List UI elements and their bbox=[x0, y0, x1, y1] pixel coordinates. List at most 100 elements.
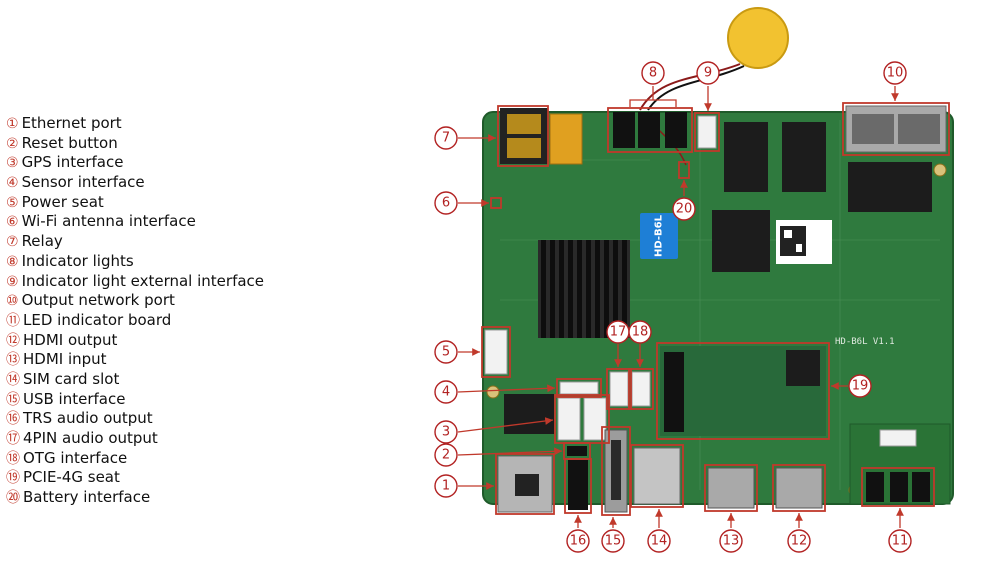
callout-4: 4 bbox=[434, 380, 458, 404]
highlight-hdmi-output bbox=[772, 464, 826, 512]
callout-circles: 1 2 3 4 5 6 7 8 9 10 11 12 13 14 15 16 1… bbox=[434, 61, 912, 553]
svg-text:12: 12 bbox=[791, 534, 808, 549]
leader-3 bbox=[457, 417, 554, 433]
svg-text:14: 14 bbox=[651, 534, 668, 549]
hdmi-output-port bbox=[775, 467, 823, 509]
svg-text:11: 11 bbox=[892, 534, 909, 549]
qr-code-mark bbox=[784, 230, 792, 238]
svg-text:1: 1 bbox=[442, 479, 450, 494]
pcie-chip bbox=[786, 350, 820, 386]
callout-2: 2 bbox=[434, 443, 458, 467]
gps-connector bbox=[557, 397, 581, 441]
led-indicator bbox=[866, 472, 884, 502]
highlight-boxes bbox=[481, 102, 950, 516]
qr-code bbox=[780, 226, 806, 256]
highlight-sensor bbox=[556, 378, 602, 398]
qr-code-mark bbox=[796, 244, 802, 252]
relay-block bbox=[549, 113, 583, 165]
highlight-battery-interface bbox=[678, 161, 690, 179]
svg-text:5: 5 bbox=[442, 345, 450, 360]
callout-17: 17 bbox=[606, 320, 630, 344]
leader-8b bbox=[653, 99, 677, 107]
memory-chip bbox=[724, 122, 768, 192]
svg-text:3: 3 bbox=[442, 425, 450, 440]
indicator-lights bbox=[665, 112, 687, 148]
svg-text:4: 4 bbox=[442, 385, 450, 400]
highlight-indicator-external bbox=[694, 112, 720, 152]
led-indicator bbox=[890, 472, 908, 502]
mount-hole bbox=[486, 385, 500, 399]
memory-chip bbox=[782, 122, 826, 192]
sensor-connector bbox=[559, 381, 599, 395]
callout-9: 9 bbox=[696, 61, 720, 85]
leader-4 bbox=[457, 384, 556, 393]
callout-13: 13 bbox=[719, 529, 743, 553]
hdmi-input-port bbox=[707, 467, 755, 509]
driver-chip bbox=[848, 162, 932, 212]
sim-card-slot bbox=[633, 447, 681, 505]
callout-10: 10 bbox=[883, 61, 907, 85]
callout-3: 3 bbox=[434, 420, 458, 444]
model-label-text: HD-B6L bbox=[654, 214, 665, 257]
svg-text:20: 20 bbox=[676, 202, 693, 217]
highlight-power-seat bbox=[481, 326, 511, 378]
highlight-wifi-antenna bbox=[490, 197, 502, 209]
callout-1: 1 bbox=[434, 474, 458, 498]
coin-battery bbox=[727, 7, 789, 69]
highlight-otg bbox=[628, 368, 654, 410]
power-terminal-screw bbox=[507, 138, 541, 158]
callout-7: 7 bbox=[434, 126, 458, 150]
pcie-connector bbox=[664, 352, 684, 432]
callout-20: 20 bbox=[672, 197, 696, 221]
output-port-opening bbox=[898, 114, 940, 144]
svg-text:17: 17 bbox=[610, 325, 627, 340]
led-board-connector bbox=[879, 429, 917, 447]
callout-12: 12 bbox=[787, 529, 811, 553]
callout-18: 18 bbox=[628, 320, 652, 344]
callout-19: 19 bbox=[848, 374, 872, 398]
callout-14: 14 bbox=[647, 529, 671, 553]
output-port-opening bbox=[852, 114, 894, 144]
highlight-trs bbox=[564, 458, 592, 514]
indicator-external-connector bbox=[697, 115, 717, 149]
highlight-relay bbox=[497, 105, 549, 167]
svg-text:16: 16 bbox=[570, 534, 587, 549]
led-indicator bbox=[912, 472, 930, 502]
trs-audio-jack bbox=[568, 460, 588, 510]
battery-wire bbox=[647, 65, 745, 111]
highlight-output-network-port bbox=[842, 102, 950, 156]
callout-16: 16 bbox=[566, 529, 590, 553]
flash-chip bbox=[712, 210, 770, 272]
svg-text:6: 6 bbox=[442, 196, 450, 211]
callout-15: 15 bbox=[601, 529, 625, 553]
leader-lines bbox=[457, 86, 904, 528]
highlight-pcie-4g bbox=[656, 342, 830, 440]
callout-11: 11 bbox=[888, 529, 912, 553]
callout-5: 5 bbox=[434, 340, 458, 364]
leader-2 bbox=[457, 447, 563, 456]
svg-text:15: 15 bbox=[605, 534, 622, 549]
4pin-audio-connector bbox=[609, 371, 629, 407]
indicator-lights bbox=[613, 112, 635, 148]
board-silk-label: HD-B6L V1.1 bbox=[835, 337, 895, 347]
indicator-lights bbox=[638, 112, 660, 148]
model-label bbox=[640, 213, 678, 259]
svg-text:7: 7 bbox=[442, 131, 450, 146]
